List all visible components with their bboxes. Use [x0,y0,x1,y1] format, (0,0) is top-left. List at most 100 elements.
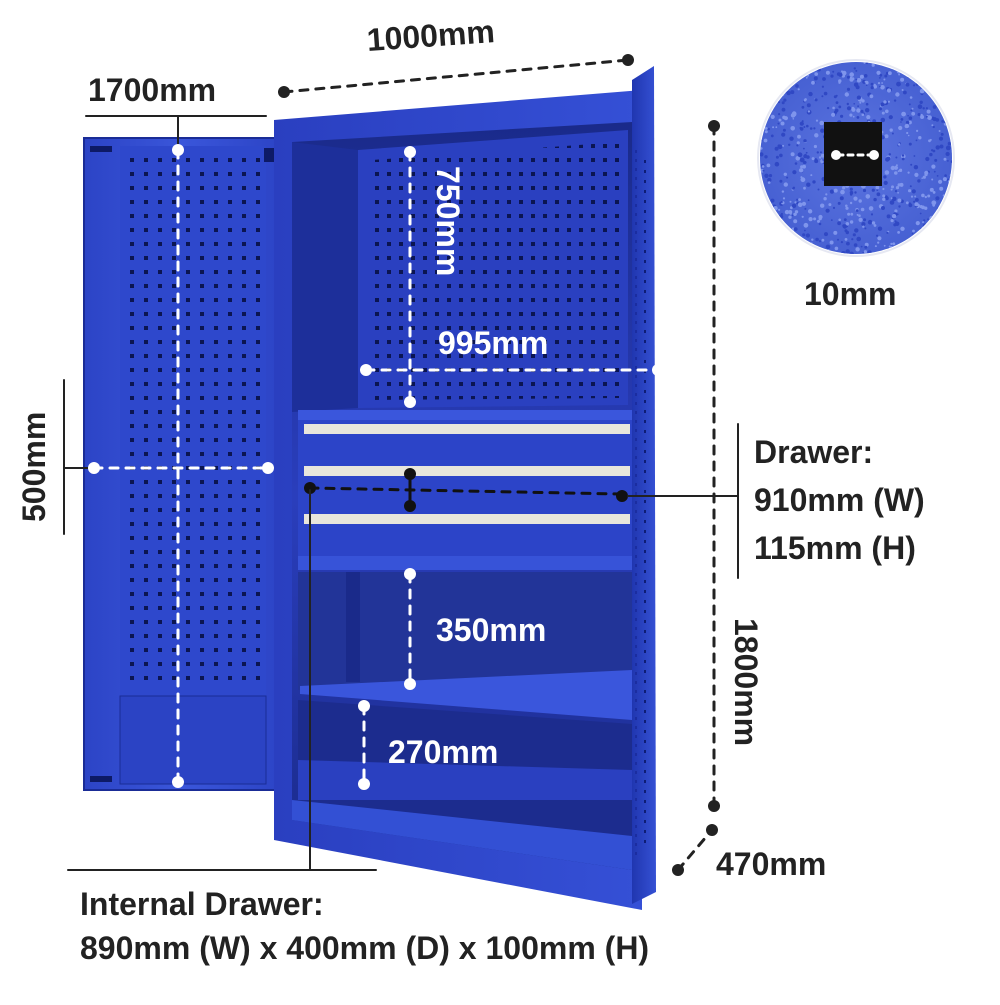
texture-speck [870,213,874,216]
texture-speck [808,248,811,251]
texture-speck [887,57,890,60]
texture-speck [890,242,893,245]
texture-speck [770,63,776,69]
texture-speck [768,174,773,178]
texture-speck [863,74,868,78]
texture-speck [953,62,957,66]
texture-speck [814,257,816,259]
texture-speck [842,224,847,229]
texture-speck [761,96,766,100]
texture-speck [880,117,886,123]
texture-speck [818,156,822,159]
texture-speck [796,144,799,147]
texture-speck [917,179,921,183]
texture-speck [757,215,759,217]
internal-width-label: 995mm [438,325,549,361]
texture-speck [797,202,803,208]
texture-speck [849,220,854,224]
door-width-label: 500mm [16,411,52,522]
texture-speck [766,65,770,69]
texture-speck [938,226,941,229]
texture-speck [766,163,771,168]
texture-speck [799,157,805,163]
texture-speck [906,131,909,135]
texture-speck [889,128,893,132]
texture-speck [949,91,952,96]
texture-speck [801,215,804,218]
texture-speck [951,197,952,202]
texture-speck [755,228,760,233]
lower-compartment-label: 350mm [436,612,547,648]
texture-speck [853,67,856,70]
texture-speck [939,228,944,233]
texture-speck [934,87,938,91]
texture-speck [765,107,770,111]
texture-speck [803,139,807,143]
texture-speck [877,226,883,231]
texture-speck [853,196,858,201]
hole-size-label: 10mm [804,276,897,312]
texture-speck [951,186,952,191]
texture-speck [897,191,899,194]
texture-speck [775,126,778,129]
texture-speck [811,80,815,85]
texture-speck [897,198,902,203]
texture-speck [821,95,824,98]
texture-speck [901,157,905,161]
texture-speck [917,113,921,116]
texture-speck [844,238,848,241]
texture-speck [927,251,930,254]
texture-speck [905,201,909,205]
texture-speck [814,158,818,161]
texture-speck [762,64,767,69]
texture-speck [760,108,761,111]
texture-speck [844,92,849,97]
texture-speck [772,75,777,80]
texture-speck [954,101,957,104]
texture-speck [855,85,860,90]
texture-speck [761,225,764,228]
texture-speck [900,77,905,82]
texture-speck [760,188,762,193]
texture-speck [762,71,766,75]
texture-speck [783,98,787,102]
texture-speck [788,143,791,146]
texture-speck [780,121,785,126]
texture-speck [875,57,877,59]
texture-speck [790,206,793,210]
texture-speck [824,232,828,237]
texture-speck [891,196,897,202]
texture-speck [932,125,935,129]
texture-speck [811,157,815,161]
texture-speck [789,234,792,237]
door-height-label: 1700mm [88,72,217,108]
texture-speck [782,128,786,132]
texture-speck [814,98,818,102]
texture-speck [806,103,811,108]
texture-speck [857,105,859,108]
texture-speck [760,238,765,243]
texture-speck [950,253,952,254]
texture-speck [862,225,865,228]
texture-speck [885,109,889,114]
texture-speck [914,195,917,198]
texture-speck [876,189,879,191]
texture-speck [760,118,762,122]
texture-speck [840,241,844,244]
texture-speck [845,222,850,226]
texture-speck [946,196,949,200]
texture-speck [812,180,816,184]
texture-speck [788,215,792,219]
texture-speck [876,70,881,75]
texture-speck [793,212,797,216]
texture-speck [949,92,952,95]
texture-speck [803,222,809,228]
texture-speck [871,188,875,192]
left-door [83,137,281,791]
texture-speck [807,110,811,113]
texture-speck [890,197,893,200]
texture-speck [891,214,897,219]
texture-speck [945,145,951,151]
texture-speck [910,195,914,198]
